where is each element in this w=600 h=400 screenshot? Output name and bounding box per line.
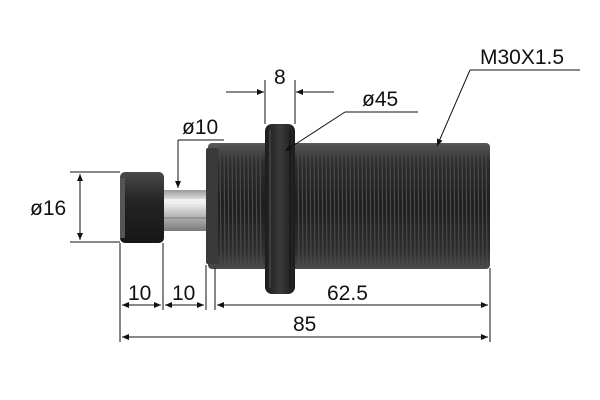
thread-ridge <box>247 144 250 268</box>
thread-ridge <box>337 144 340 268</box>
thread-ridge <box>481 144 484 268</box>
thread-ridge <box>305 144 308 268</box>
thread-ridge <box>345 144 348 268</box>
thread-ridge <box>223 144 226 268</box>
body-length-label: 62.5 <box>327 282 368 305</box>
thread-ridge <box>465 144 468 268</box>
thread-spec-label: M30X1.5 <box>480 46 564 69</box>
thread-ridge <box>381 144 384 268</box>
thread-ridge <box>453 144 456 268</box>
thread-ridge <box>393 144 396 268</box>
thread-ridge <box>301 144 304 268</box>
thread-ridge <box>369 144 372 268</box>
thread-ridge <box>437 144 440 268</box>
thread-ridge <box>373 144 376 268</box>
thread-ridge <box>231 144 234 268</box>
thread-leader <box>436 69 471 147</box>
lock-nut <box>265 124 295 294</box>
thread-ridge <box>401 144 404 268</box>
overall-length-label: 85 <box>293 313 316 336</box>
thread-ridge <box>325 144 328 268</box>
thread-ridge <box>227 144 230 268</box>
thread-ridge <box>389 144 392 268</box>
thread-ridge <box>317 144 320 268</box>
thread-ridge <box>377 144 380 268</box>
thread-ridge <box>357 144 360 268</box>
thread-ridge <box>385 144 388 268</box>
thread-ridge <box>461 144 464 268</box>
thread-ridge <box>429 144 432 268</box>
thread-ridge <box>409 144 412 268</box>
thread-ridge <box>259 144 262 268</box>
thread-ridge <box>329 144 332 268</box>
thread-ridge <box>309 144 312 268</box>
rod-diameter-label: ø10 <box>182 116 218 139</box>
thread-ridge <box>413 144 416 268</box>
thread-ridge <box>321 144 324 268</box>
thread-ridge <box>397 144 400 268</box>
thread-ridge <box>333 144 336 268</box>
thread-ridge <box>297 144 300 268</box>
thread-ridge <box>425 144 428 268</box>
thread-ridge <box>341 144 344 268</box>
thread-ridge <box>251 144 254 268</box>
stop-cap-face <box>120 178 125 238</box>
thread-ridge <box>235 144 238 268</box>
threaded-body <box>208 143 490 269</box>
thread-ridge <box>485 144 488 268</box>
thread-ridge <box>433 144 436 268</box>
thread-ridge <box>477 144 480 268</box>
thread-ridge <box>349 144 352 268</box>
thread-ridge <box>313 144 316 268</box>
thread-ridge <box>421 144 424 268</box>
thread-ridge <box>449 144 452 268</box>
thread-ridge <box>457 144 460 268</box>
body-front-face <box>206 148 218 264</box>
thread-ridge <box>219 144 222 268</box>
flange-width-label: 8 <box>274 66 286 89</box>
thread-ridge <box>243 144 246 268</box>
thread-ridge <box>417 144 420 268</box>
piston-rod <box>162 190 210 231</box>
cap-diameter-label: ø16 <box>30 197 66 220</box>
thread-ridge <box>469 144 472 268</box>
thread-ridge <box>445 144 448 268</box>
thread-ridge <box>365 144 368 268</box>
thread-ridge <box>255 144 258 268</box>
rod-length-label: 10 <box>172 282 195 305</box>
thread-ridge <box>353 144 356 268</box>
thread-ridges <box>219 144 488 268</box>
thread-ridge <box>405 144 408 268</box>
thread-ridge <box>361 144 364 268</box>
flange-diameter-label: ø45 <box>362 88 398 111</box>
thread-ridge <box>441 144 444 268</box>
thread-ridge <box>473 144 476 268</box>
thread-ridge <box>239 144 242 268</box>
stop-cap <box>120 172 164 243</box>
cap-length-label: 10 <box>128 282 151 305</box>
flange-diameter-leader <box>284 111 346 152</box>
